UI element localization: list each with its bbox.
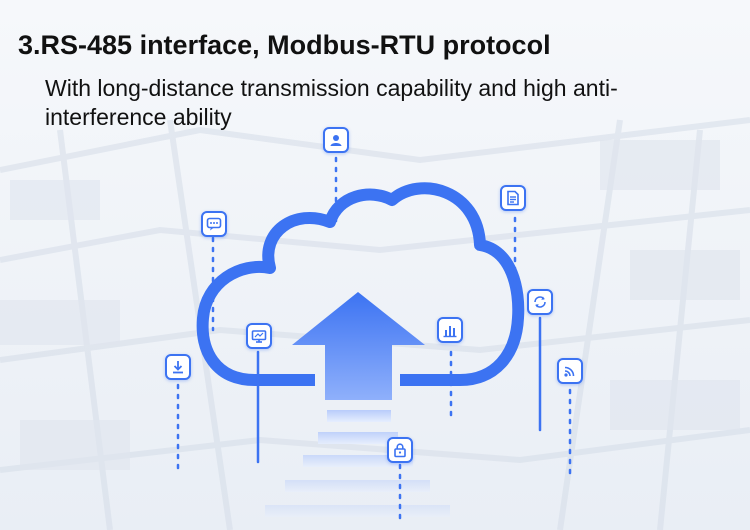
upload-arrow-icon bbox=[292, 292, 425, 400]
screen-icon bbox=[246, 323, 272, 349]
steps-graphic bbox=[265, 410, 450, 517]
page-subtitle: With long-distance transmission capabili… bbox=[45, 75, 618, 130]
cloud-icon bbox=[196, 182, 525, 386]
lock-icon bbox=[387, 437, 413, 463]
sync-icon bbox=[527, 289, 553, 315]
wifi-icon bbox=[557, 358, 583, 384]
page-title: 3.RS-485 interface, Modbus-RTU protocol bbox=[18, 30, 551, 60]
bar-chart-icon bbox=[437, 317, 463, 343]
user-icon bbox=[323, 127, 349, 153]
download-icon bbox=[165, 354, 191, 380]
document-icon bbox=[500, 185, 526, 211]
chat-icon bbox=[201, 211, 227, 237]
